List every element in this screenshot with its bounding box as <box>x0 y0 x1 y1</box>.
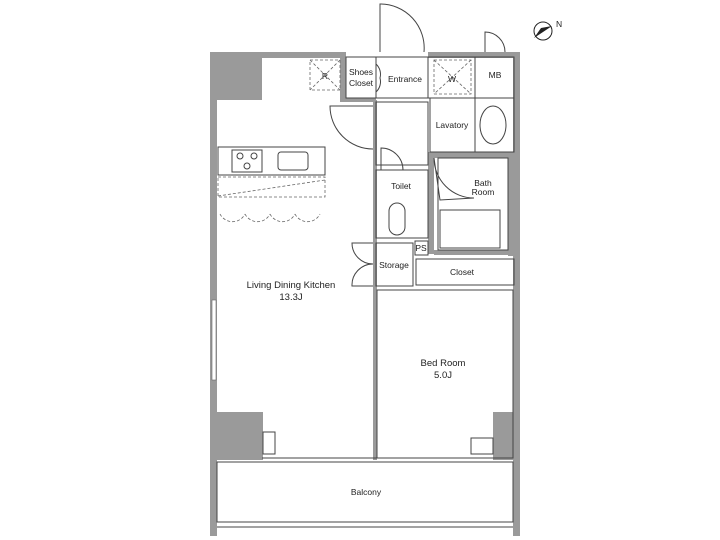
bath-label-1: Bath <box>474 178 492 188</box>
ldk-size: 13.3J <box>279 292 302 303</box>
meter-box-label: MB <box>489 70 502 80</box>
bedroom <box>376 289 514 459</box>
washer-label: W <box>448 74 456 84</box>
kitchen-counter <box>217 146 326 223</box>
column-bottom-right <box>493 412 514 460</box>
bath-room <box>437 157 509 251</box>
exterior-walls <box>210 52 520 536</box>
column-bottom-left <box>213 412 263 460</box>
bath-label-2: Room <box>472 187 495 197</box>
storage <box>375 242 414 287</box>
balcony-label: Balcony <box>351 487 382 497</box>
toilet-room <box>375 169 429 239</box>
closet <box>415 258 515 286</box>
refrigerator-space <box>309 59 341 91</box>
pipe-space <box>414 240 429 256</box>
lavatory-label: Lavatory <box>436 120 469 130</box>
doors <box>329 3 506 287</box>
kitchen-sink-icon <box>277 151 309 171</box>
toilet-icon <box>388 202 406 236</box>
sink-icon <box>479 105 507 145</box>
refrigerator-label: R <box>322 71 328 81</box>
toilet-label: Toilet <box>391 181 411 191</box>
compass-label: N <box>556 19 562 29</box>
storage-label: Storage <box>379 260 409 270</box>
stove-icon <box>231 149 263 173</box>
bathtub-icon <box>439 209 501 249</box>
column-top-left <box>210 52 262 100</box>
shoes-closet-label-1: Shoes <box>349 67 373 77</box>
compass-icon <box>533 21 553 41</box>
shoes-closet-label-2: Closet <box>349 78 374 88</box>
bedroom-size: 5.0J <box>434 370 452 381</box>
pipe-space-label: PS <box>415 243 427 253</box>
bedroom-label: Bed Room <box>421 358 466 369</box>
ldk-label: Living Dining Kitchen <box>247 280 336 291</box>
closet-label: Closet <box>450 267 475 277</box>
balcony <box>216 461 514 523</box>
entrance-label: Entrance <box>388 74 422 84</box>
